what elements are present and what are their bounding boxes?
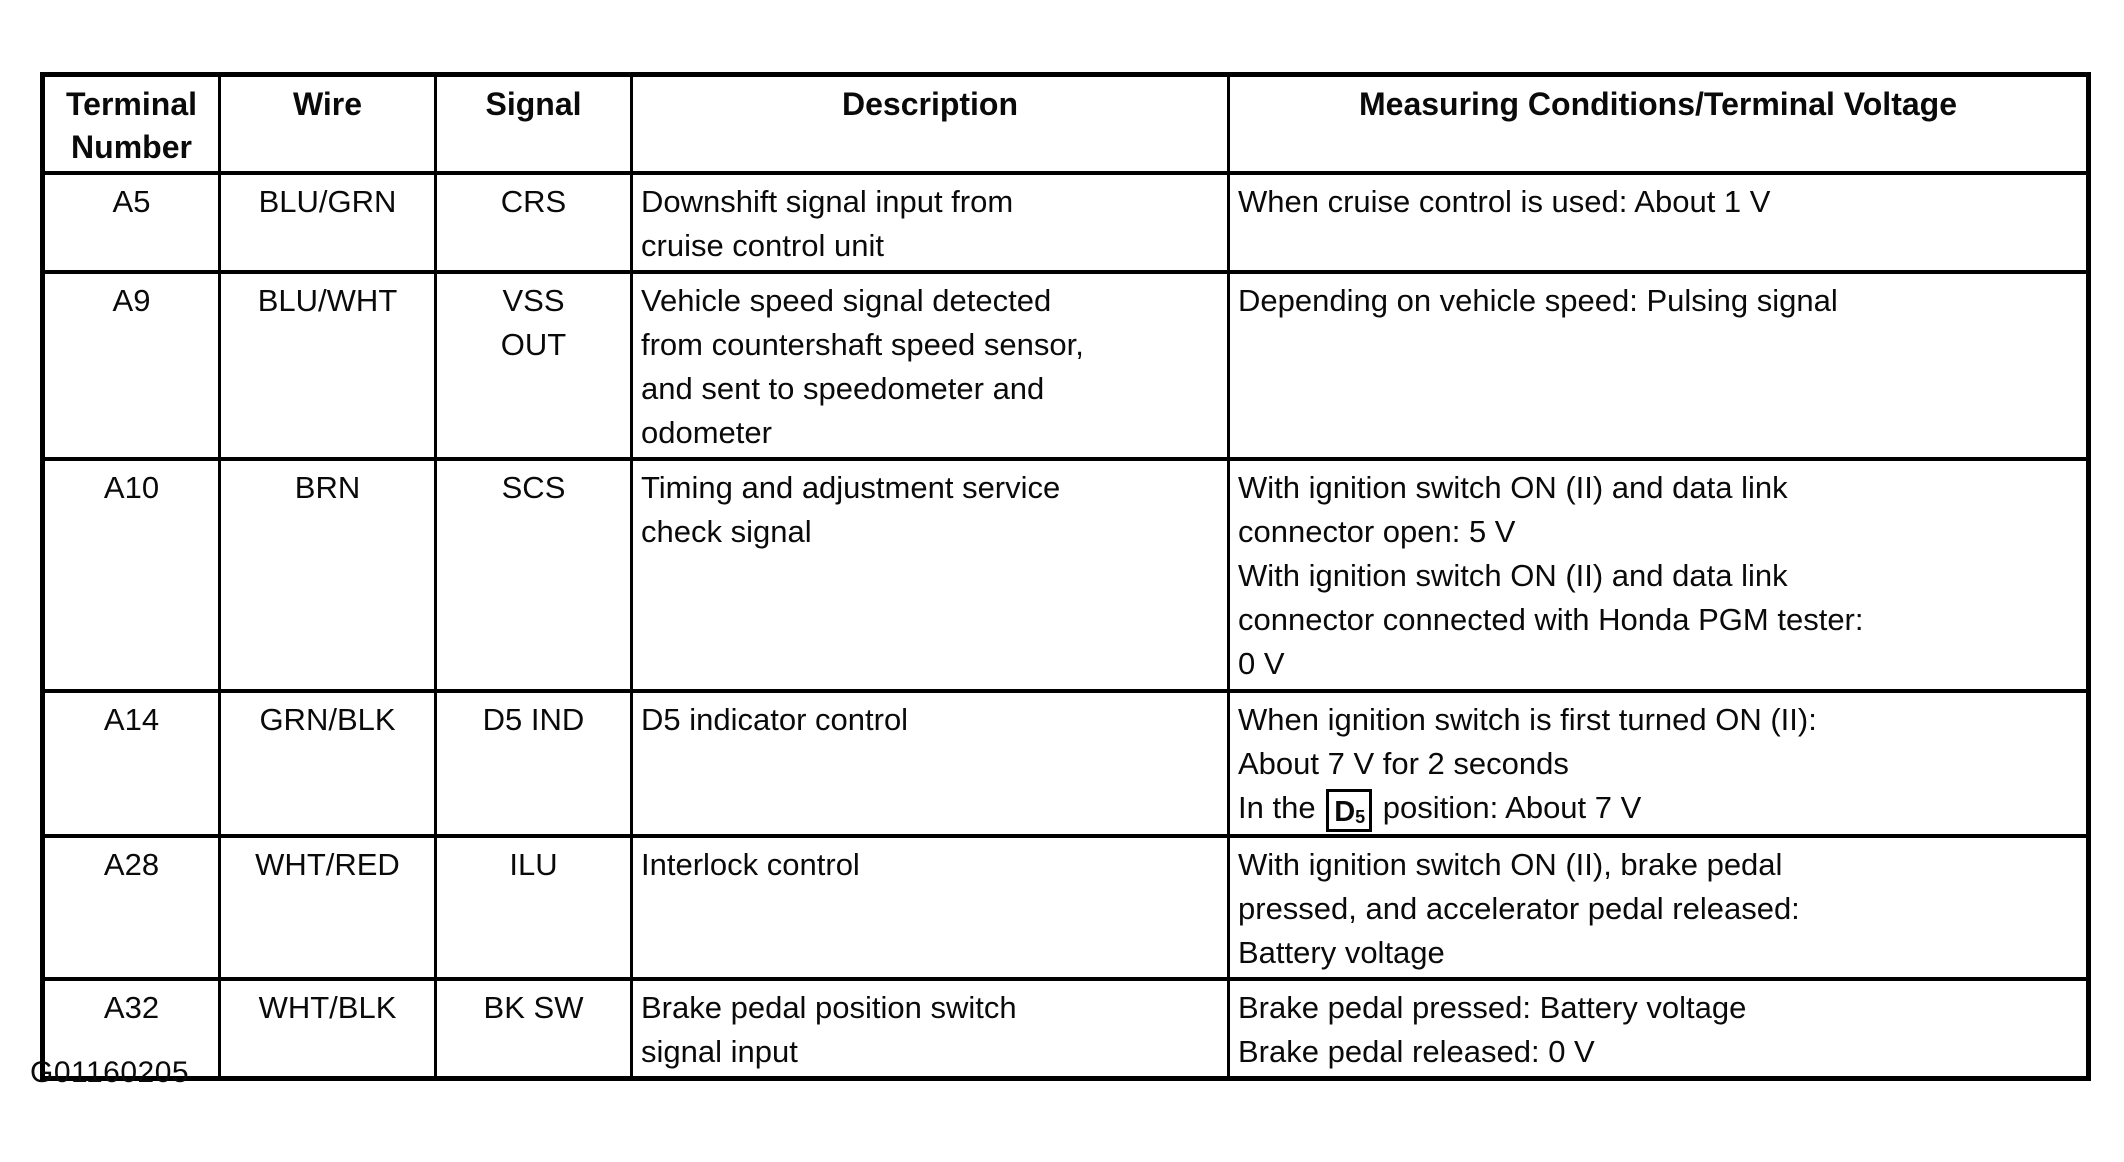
table-row-a9: A9 BLU/WHT VSS OUT Vehicle speed signal … xyxy=(41,270,2090,461)
signal-cell: SCS xyxy=(434,457,633,693)
table-row-a5: A5 BLU/GRN CRS Downshift signal input fr… xyxy=(41,171,2090,274)
terminal-cell: A32 xyxy=(41,977,221,1081)
table-row-a32: A32 WHT/BLK BK SW Brake pedal position s… xyxy=(41,977,2090,1081)
description-cell: Interlock control xyxy=(630,834,1230,981)
wire-cell: BRN xyxy=(218,457,437,693)
description-cell: D5 indicator control xyxy=(630,689,1230,838)
signal-cell: BK SW xyxy=(434,977,633,1081)
figure-reference-code: G01160205 xyxy=(30,1056,190,1089)
signal-cell: VSS OUT xyxy=(434,270,633,461)
col-header-measuring-conditions: Measuring Conditions/Terminal Voltage xyxy=(1227,72,2090,175)
conditions-cell: When ignition switch is first turned ON … xyxy=(1227,689,2090,838)
table-row-a14: A14 GRN/BLK D5 IND D5 indicator control … xyxy=(41,689,2090,838)
description-cell: Vehicle speed signal detected from count… xyxy=(630,270,1230,461)
wire-cell: GRN/BLK xyxy=(218,689,437,838)
terminal-voltage-table: Terminal Number Wire Signal Description … xyxy=(40,72,2091,1081)
terminal-cell: A10 xyxy=(41,457,221,693)
conditions-cell: Brake pedal pressed: Battery voltage Bra… xyxy=(1227,977,2090,1081)
terminal-voltage-table-container: Terminal Number Wire Signal Description … xyxy=(40,72,2091,1081)
conditions-cell: With ignition switch ON (II), brake peda… xyxy=(1227,834,2090,981)
terminal-cell: A5 xyxy=(41,171,221,274)
terminal-cell: A9 xyxy=(41,270,221,461)
d5-gear-position-indicator-icon: D5 xyxy=(1326,789,1373,832)
conditions-cell: Depending on vehicle speed: Pulsing sign… xyxy=(1227,270,2090,461)
conditions-line-with-icon: In the D5 position: About 7 V xyxy=(1238,786,2078,832)
conditions-cell: When cruise control is used: About 1 V xyxy=(1227,171,2090,274)
description-cell: Brake pedal position switch signal input xyxy=(630,977,1230,1081)
table-row-a28: A28 WHT/RED ILU Interlock control With i… xyxy=(41,834,2090,981)
wire-cell: BLU/GRN xyxy=(218,171,437,274)
signal-cell: D5 IND xyxy=(434,689,633,838)
signal-cell: ILU xyxy=(434,834,633,981)
table-header-row: Terminal Number Wire Signal Description … xyxy=(41,72,2090,175)
terminal-cell: A28 xyxy=(41,834,221,981)
col-header-signal: Signal xyxy=(434,72,633,175)
signal-cell: CRS xyxy=(434,171,633,274)
header-line: Number xyxy=(71,129,192,165)
wire-cell: WHT/RED xyxy=(218,834,437,981)
conditions-cell: With ignition switch ON (II) and data li… xyxy=(1227,457,2090,693)
table-row-a10: A10 BRN SCS Timing and adjustment servic… xyxy=(41,457,2090,693)
description-cell: Timing and adjustment service check sign… xyxy=(630,457,1230,693)
col-header-description: Description xyxy=(630,72,1230,175)
terminal-cell: A14 xyxy=(41,689,221,838)
description-cell: Downshift signal input from cruise contr… xyxy=(630,171,1230,274)
header-line: Terminal xyxy=(66,86,197,122)
wire-cell: WHT/BLK xyxy=(218,977,437,1081)
col-header-wire: Wire xyxy=(218,72,437,175)
col-header-terminal-number: Terminal Number xyxy=(41,72,221,175)
wire-cell: BLU/WHT xyxy=(218,270,437,461)
